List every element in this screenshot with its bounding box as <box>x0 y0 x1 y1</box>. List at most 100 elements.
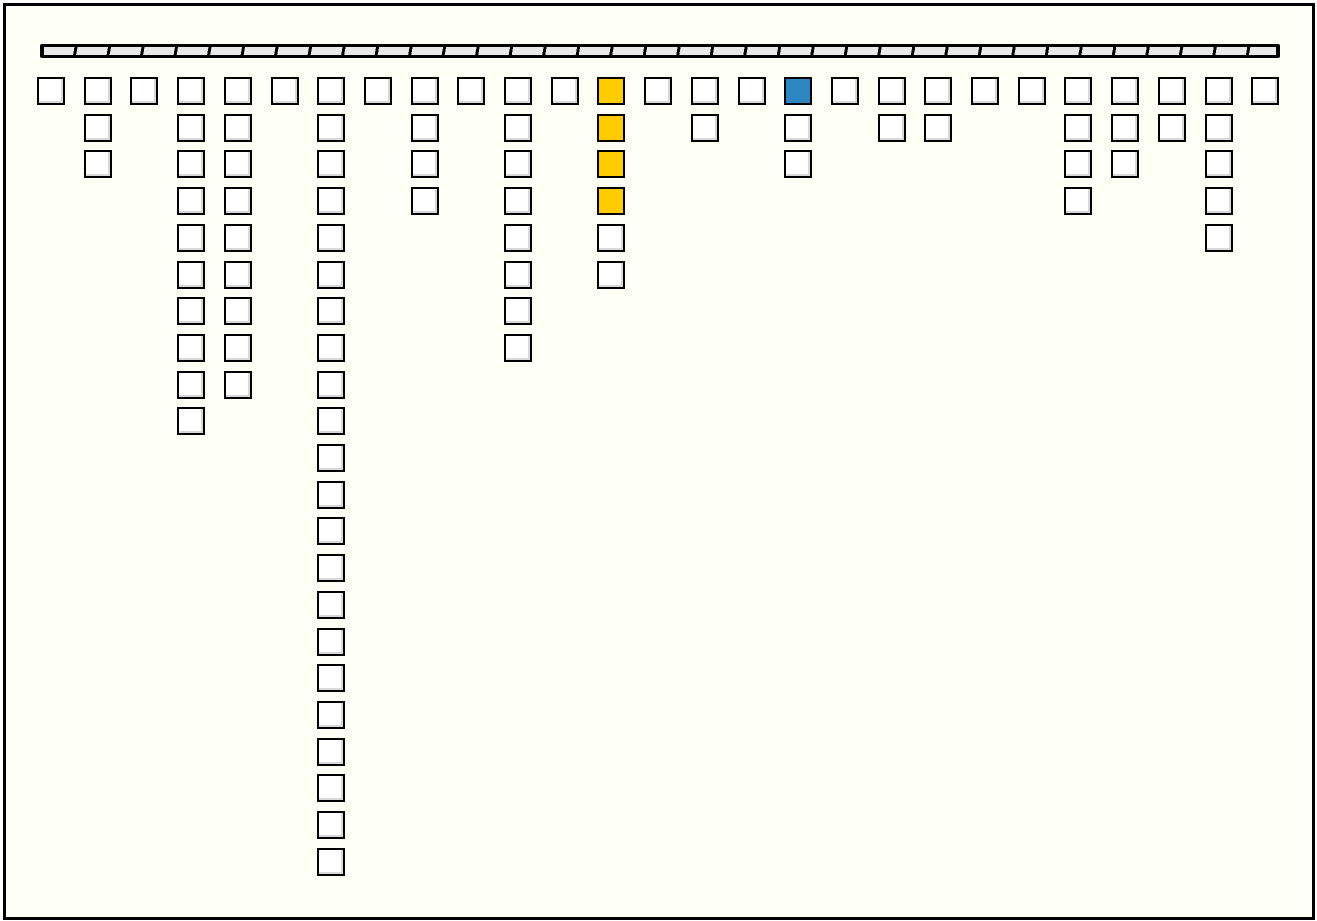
card-col6-row16[interactable] <box>317 664 346 693</box>
card-col4-row3[interactable] <box>223 187 252 216</box>
card-col12-row3[interactable] <box>597 187 626 216</box>
card-col3-row2[interactable] <box>177 150 206 179</box>
card-col3-row8[interactable] <box>177 370 206 399</box>
card-col25-row0[interactable] <box>1204 77 1233 105</box>
card-col10-row0[interactable] <box>504 77 532 105</box>
card-col10-row3[interactable] <box>504 187 532 216</box>
card-col4-row1[interactable] <box>223 113 252 142</box>
card-col20-row0[interactable] <box>971 77 999 105</box>
card-col6-row12[interactable] <box>317 517 346 546</box>
card-col3-row0[interactable] <box>177 77 206 105</box>
card-col13-row0[interactable] <box>644 77 673 105</box>
card-col25-row4[interactable] <box>1204 223 1233 252</box>
card-col18-row0[interactable] <box>877 77 906 105</box>
card-col12-row5[interactable] <box>597 260 626 289</box>
card-col3-row6[interactable] <box>177 297 206 326</box>
card-col17-row0[interactable] <box>830 77 859 105</box>
card-col4-row6[interactable] <box>223 297 252 326</box>
card-col8-row1[interactable] <box>410 113 439 142</box>
card-col23-row2[interactable] <box>1111 150 1140 179</box>
card-col12-row1[interactable] <box>597 113 626 142</box>
card-col12-row2[interactable] <box>597 150 626 179</box>
card-col25-row1[interactable] <box>1204 113 1233 142</box>
card-col12-row4[interactable] <box>597 223 626 252</box>
rail-segments <box>44 47 1276 55</box>
card-col18-row1[interactable] <box>877 113 906 142</box>
card-col9-row0[interactable] <box>457 77 486 105</box>
game-board <box>3 3 1315 920</box>
card-col22-row1[interactable] <box>1064 113 1093 142</box>
card-col23-row0[interactable] <box>1111 77 1140 105</box>
card-col4-row2[interactable] <box>223 150 252 179</box>
card-col6-row0[interactable] <box>317 77 346 105</box>
card-col16-row2[interactable] <box>784 150 813 179</box>
card-col6-row3[interactable] <box>317 187 346 216</box>
card-col6-row21[interactable] <box>317 847 346 876</box>
card-col1-row0[interactable] <box>83 77 112 105</box>
card-col3-row7[interactable] <box>177 333 206 362</box>
card-col25-row2[interactable] <box>1204 150 1233 179</box>
card-col22-row3[interactable] <box>1064 187 1093 216</box>
card-col11-row0[interactable] <box>550 77 579 105</box>
card-col14-row0[interactable] <box>690 77 719 105</box>
card-col22-row2[interactable] <box>1064 150 1093 179</box>
card-col19-row0[interactable] <box>924 77 953 105</box>
card-col24-row0[interactable] <box>1157 77 1186 105</box>
top-rail <box>40 44 1280 58</box>
card-col6-row5[interactable] <box>317 260 346 289</box>
card-col10-row2[interactable] <box>504 150 532 179</box>
card-col8-row3[interactable] <box>410 187 439 216</box>
card-col10-row1[interactable] <box>504 113 532 142</box>
card-col6-row15[interactable] <box>317 627 346 656</box>
card-col3-row1[interactable] <box>177 113 206 142</box>
card-col3-row4[interactable] <box>177 223 206 252</box>
card-col10-row4[interactable] <box>504 223 532 252</box>
card-col16-row0[interactable] <box>784 77 813 105</box>
card-col4-row4[interactable] <box>223 223 252 252</box>
card-col4-row8[interactable] <box>223 370 252 399</box>
card-col3-row9[interactable] <box>177 407 206 436</box>
card-col10-row7[interactable] <box>504 333 532 362</box>
card-col26-row0[interactable] <box>1251 77 1280 105</box>
card-col6-row2[interactable] <box>317 150 346 179</box>
card-col4-row5[interactable] <box>223 260 252 289</box>
card-col10-row6[interactable] <box>504 297 532 326</box>
card-col0-row0[interactable] <box>37 77 65 105</box>
card-col1-row2[interactable] <box>83 150 112 179</box>
card-col6-row10[interactable] <box>317 444 346 472</box>
card-col21-row0[interactable] <box>1017 77 1046 105</box>
card-col8-row2[interactable] <box>410 150 439 179</box>
card-col22-row0[interactable] <box>1064 77 1093 105</box>
card-col23-row1[interactable] <box>1111 113 1140 142</box>
card-col3-row3[interactable] <box>177 187 206 216</box>
card-col4-row7[interactable] <box>223 333 252 362</box>
card-col5-row0[interactable] <box>270 77 299 105</box>
card-col16-row1[interactable] <box>784 113 813 142</box>
card-col6-row14[interactable] <box>317 590 346 619</box>
card-col6-row18[interactable] <box>317 737 346 766</box>
card-col6-row7[interactable] <box>317 333 346 362</box>
card-col15-row0[interactable] <box>737 77 766 105</box>
card-col25-row3[interactable] <box>1204 187 1233 216</box>
card-col6-row9[interactable] <box>317 407 346 436</box>
card-col3-row5[interactable] <box>177 260 206 289</box>
card-col6-row8[interactable] <box>317 370 346 399</box>
card-col6-row4[interactable] <box>317 223 346 252</box>
card-col1-row1[interactable] <box>83 113 112 142</box>
card-col7-row0[interactable] <box>363 77 392 105</box>
card-col10-row5[interactable] <box>504 260 532 289</box>
card-col6-row1[interactable] <box>317 113 346 142</box>
card-col6-row13[interactable] <box>317 554 346 583</box>
card-col6-row11[interactable] <box>317 480 346 509</box>
card-col6-row19[interactable] <box>317 774 346 803</box>
card-col6-row20[interactable] <box>317 811 346 839</box>
card-col19-row1[interactable] <box>924 113 953 142</box>
card-col14-row1[interactable] <box>690 113 719 142</box>
card-col4-row0[interactable] <box>223 77 252 105</box>
card-col2-row0[interactable] <box>130 77 159 105</box>
card-col6-row6[interactable] <box>317 297 346 326</box>
card-col6-row17[interactable] <box>317 700 346 729</box>
card-col12-row0[interactable] <box>597 77 626 105</box>
card-col24-row1[interactable] <box>1157 113 1186 142</box>
card-col8-row0[interactable] <box>410 77 439 105</box>
